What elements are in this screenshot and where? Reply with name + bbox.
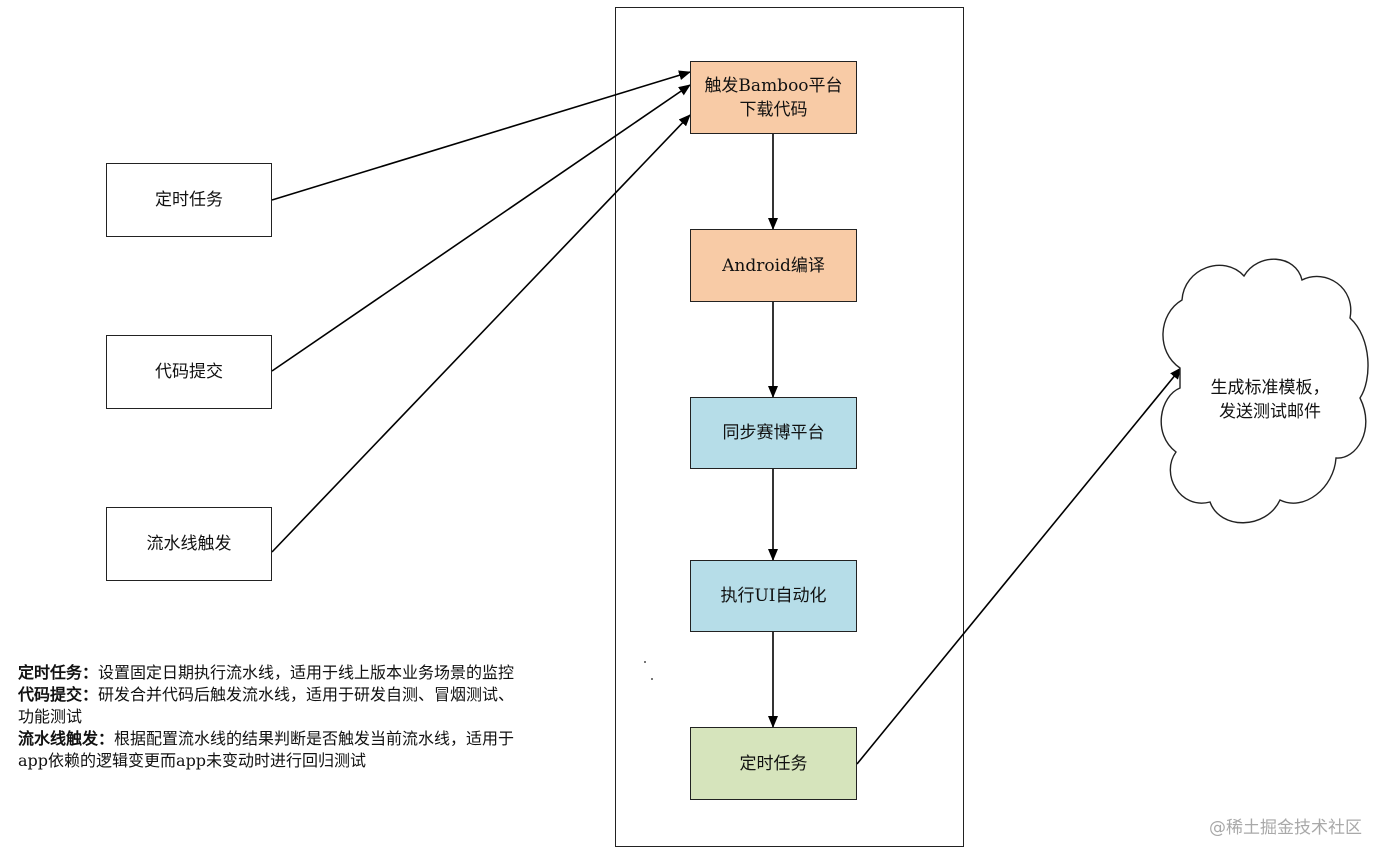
step-label: 同步赛博平台 <box>722 423 825 443</box>
stray-dot <box>651 678 653 680</box>
arrow-timer-to-cloud <box>856 367 1182 765</box>
legend-term: 流水线触发： <box>18 729 115 748</box>
cloud-label-line2: 发送测试邮件 <box>1219 402 1321 422</box>
step-run-ui-automation: 执行UI自动化 <box>690 560 857 632</box>
legend-item: 流水线触发：根据配置流水线的结果判断是否触发当前流水线，适用于app依赖的逻辑变… <box>18 728 528 772</box>
trigger-scheduled-task: 定时任务 <box>106 163 272 237</box>
legend-desc: 研发合并代码后触发流水线，适用于研发自测、冒烟测试、功能测试 <box>18 685 515 726</box>
step-label: 定时任务 <box>739 753 808 774</box>
arrow-commit-to-bamboo <box>271 84 691 372</box>
step-label: 执行UI自动化 <box>720 586 827 606</box>
legend-notes: 定时任务：设置固定日期执行流水线，适用于线上版本业务场景的监控 代码提交：研发合… <box>18 662 528 772</box>
legend-term: 定时任务： <box>18 663 99 682</box>
trigger-label: 流水线触发 <box>146 534 232 554</box>
step-sync-cyber-platform: 同步赛博平台 <box>690 397 857 469</box>
step-label: Android编译 <box>722 255 825 276</box>
trigger-label: 代码提交 <box>155 362 223 382</box>
step-label-line2: 下载代码 <box>739 99 808 120</box>
cloud-label: 生成标准模板， 发送测试邮件 <box>1190 376 1350 424</box>
step-scheduled-task: 定时任务 <box>690 727 857 800</box>
cloud-label-line1: 生成标准模板， <box>1210 378 1330 398</box>
legend-item: 代码提交：研发合并代码后触发流水线，适用于研发自测、冒烟测试、功能测试 <box>18 684 528 728</box>
pipeline-container <box>615 7 964 847</box>
legend-desc: 设置固定日期执行流水线，适用于线上版本业务场景的监控 <box>98 663 515 682</box>
trigger-code-commit: 代码提交 <box>106 335 272 409</box>
cloud-shape <box>1160 258 1369 524</box>
arrow-timer-to-bamboo <box>271 70 691 201</box>
trigger-pipeline: 流水线触发 <box>106 507 272 581</box>
step-bamboo-download: 触发Bamboo平台 下载代码 <box>690 61 857 134</box>
legend-item: 定时任务：设置固定日期执行流水线，适用于线上版本业务场景的监控 <box>18 662 528 684</box>
trigger-label: 定时任务 <box>155 190 223 210</box>
legend-desc: 根据配置流水线的结果判断是否触发当前流水线，适用于app依赖的逻辑变更而app未… <box>18 729 515 770</box>
step-label-line1: 触发Bamboo平台 <box>704 75 843 96</box>
legend-term: 代码提交： <box>18 685 99 704</box>
stray-dot <box>644 661 646 663</box>
watermark: @稀土掘金技术社区 <box>1209 818 1362 838</box>
step-android-build: Android编译 <box>690 229 857 302</box>
arrow-pipeline-to-bamboo <box>271 114 691 553</box>
